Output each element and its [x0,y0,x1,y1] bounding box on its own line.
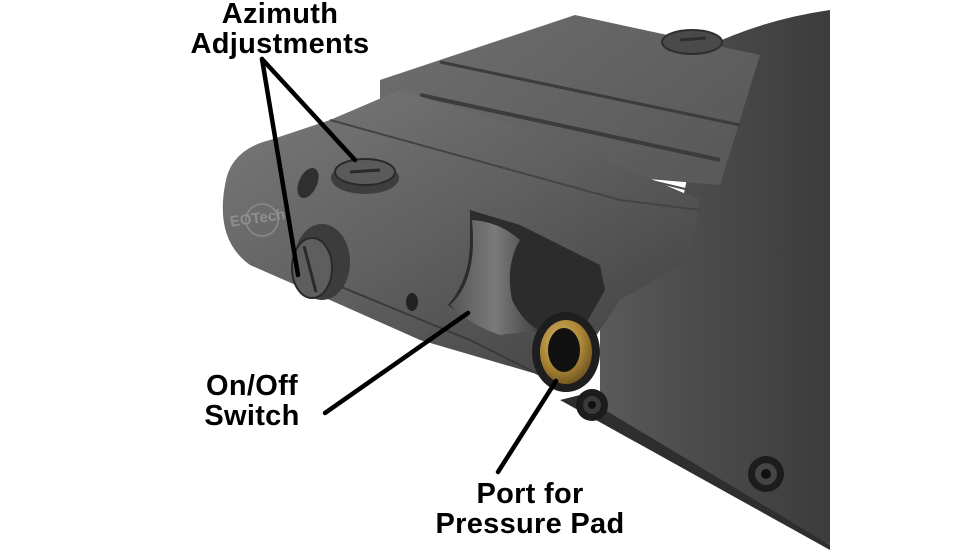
body-slot [297,168,319,198]
callout-azimuth-line1: Azimuth [221,0,339,30]
hood-screw-2 [748,456,784,492]
hood-housing [560,10,830,550]
callout-onoff-line1: On/Off [205,370,298,402]
body-hole [406,293,418,311]
onoff-switch [448,210,605,335]
hood-screw-1 [576,389,608,421]
azimuth-screw-side [291,224,350,300]
callout-onoff-switch: On/Off Switch [182,371,322,431]
leader-lines [259,56,559,475]
callout-azimuth-line2: Adjustments [190,28,370,60]
pressure-pad-port [532,312,600,392]
leader-onoff [322,310,471,416]
callout-azimuth-adjustments: Azimuth Adjustments [170,0,390,59]
rear-elevation-screw [661,29,723,55]
leader-azimuth-top [259,56,358,163]
callout-pressure-pad-port: Port for Pressure Pad [400,479,660,539]
callout-port-line2: Pressure Pad [435,508,625,540]
leader-azimuth-side [259,56,301,278]
azimuth-screw-top [331,158,399,194]
leader-port [495,378,559,475]
callout-port-line1: Port for [476,478,584,510]
callout-onoff-line2: Switch [204,400,300,432]
